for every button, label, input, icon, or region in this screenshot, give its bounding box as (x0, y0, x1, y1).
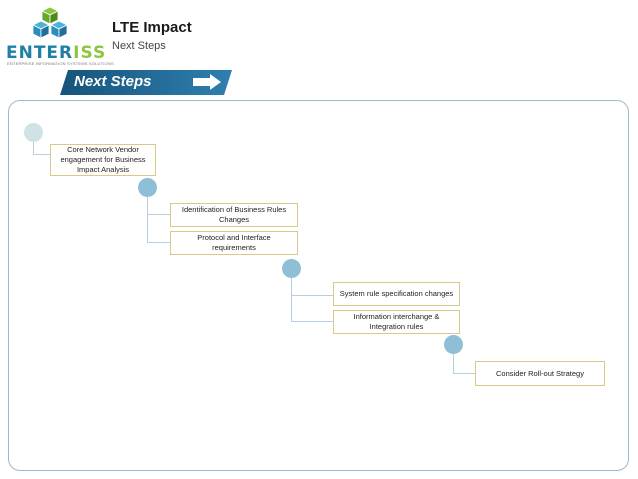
step-box: Core Network Vendor engagement for Busin… (50, 144, 156, 176)
logo-wordmark: ENTERISS (6, 43, 107, 63)
step-box: Protocol and Interface requirements (170, 231, 298, 255)
connector (291, 296, 333, 322)
right-arrow-icon (193, 74, 221, 90)
logo-cubes-icon (32, 6, 68, 39)
step-box: Information interchange & Integration ru… (333, 310, 460, 334)
banner-label: Next Steps (74, 73, 152, 90)
page-title: LTE Impact (112, 19, 192, 36)
page-subtitle: Next Steps (112, 40, 166, 52)
logo-tagline: ENTERPRISE INFORMATION SYSTEMS SOLUTIONS (7, 61, 114, 66)
step-marker-3 (282, 259, 301, 278)
step-box: Identification of Business Rules Changes (170, 203, 298, 227)
step-box: System rule specification changes (333, 282, 460, 306)
connector (33, 142, 51, 155)
connector (147, 197, 170, 215)
connector (453, 354, 475, 374)
content-frame (8, 100, 629, 471)
section-banner (60, 70, 232, 95)
connector (147, 215, 170, 243)
step-marker-2 (138, 178, 157, 197)
step-marker-4 (444, 335, 463, 354)
step-box: Consider Roll-out Strategy (475, 361, 605, 386)
connector (291, 278, 333, 296)
step-marker-1 (24, 123, 43, 142)
